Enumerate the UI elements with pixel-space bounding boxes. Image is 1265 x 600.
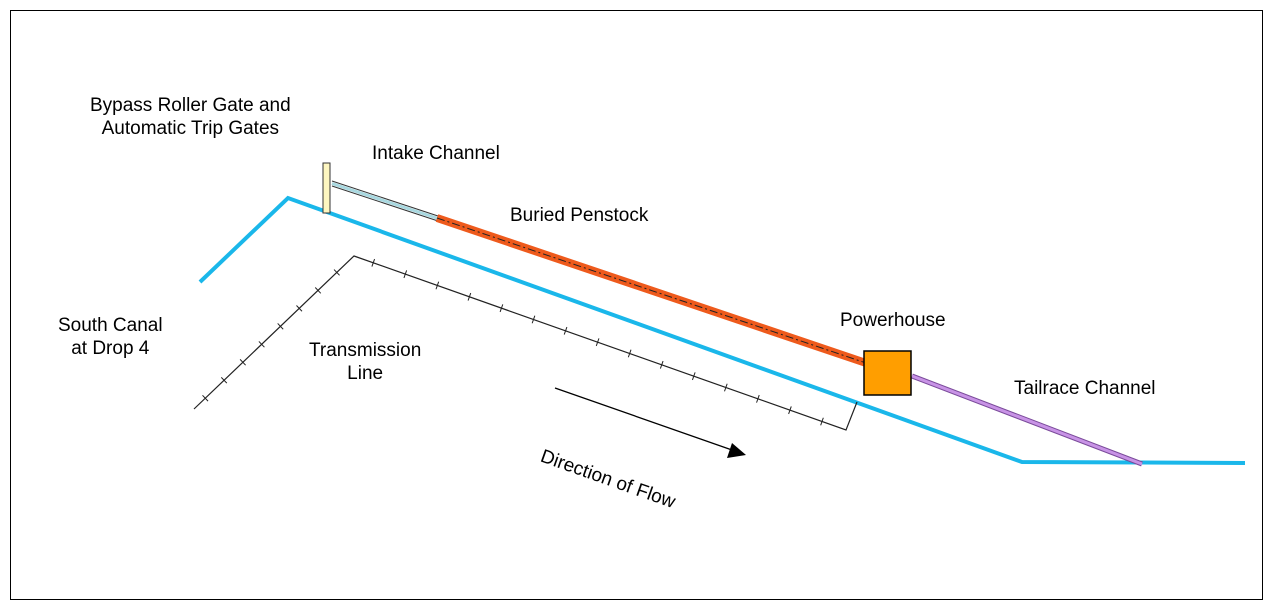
diagram-frame: [10, 10, 1263, 600]
tailrace-channel-pipe: [911, 373, 1143, 467]
transmission-tick: [788, 406, 792, 415]
transmission-tick: [220, 377, 228, 384]
south-canal: [198, 195, 1246, 465]
transmission-tick: [467, 292, 472, 301]
south-canal-label-line1: South Canal: [58, 315, 163, 336]
transmission-line-label: Transmission Line: [309, 339, 421, 385]
transmission-tick: [499, 304, 504, 313]
direction-of-flow-arrow: [554, 387, 746, 458]
transmission-line-label-line1: Transmission: [309, 340, 422, 361]
transmission-tick: [531, 315, 536, 324]
transmission-tick: [659, 360, 664, 369]
buried-penstock-pipe: [435, 214, 868, 367]
transmission-tick: [314, 287, 322, 294]
intake-channel-pipe: [331, 180, 439, 222]
transmission-tick: [296, 305, 303, 312]
bypass-gate-label: Bypass Roller Gate and Automatic Trip Ga…: [90, 94, 291, 140]
transmission-line-route: [193, 255, 858, 431]
transmission-tick: [277, 323, 284, 330]
transmission-tick: [627, 349, 632, 358]
bypass-roller-gate: [322, 162, 331, 214]
transmission-tick: [756, 394, 760, 403]
tailrace-channel-label: Tailrace Channel: [1014, 378, 1156, 399]
transmission-tick: [691, 372, 696, 381]
powerhouse-building: [863, 350, 912, 396]
transmission-line-label-line2: Line: [347, 363, 384, 384]
bypass-gate-label-line2: Automatic Trip Gates: [101, 118, 280, 139]
transmission-tick: [403, 270, 408, 279]
transmission-tick: [333, 269, 340, 276]
transmission-tick: [435, 281, 440, 290]
transmission-tick: [239, 359, 246, 366]
south-canal-label: South Canal at Drop 4: [58, 314, 163, 360]
intake-channel-label: Intake Channel: [372, 143, 500, 164]
transmission-tick: [724, 383, 728, 392]
transmission-tick: [595, 338, 600, 347]
transmission-tick: [202, 394, 209, 402]
south-canal-label-line2: at Drop 4: [71, 338, 150, 359]
transmission-tick: [258, 341, 265, 348]
buried-penstock-label: Buried Penstock: [510, 205, 649, 226]
transmission-tick: [563, 326, 568, 335]
bypass-gate-label-line1: Bypass Roller Gate and: [90, 95, 291, 116]
transmission-tick: [820, 417, 824, 426]
transmission-tick: [371, 258, 376, 267]
powerhouse-label: Powerhouse: [840, 310, 946, 331]
